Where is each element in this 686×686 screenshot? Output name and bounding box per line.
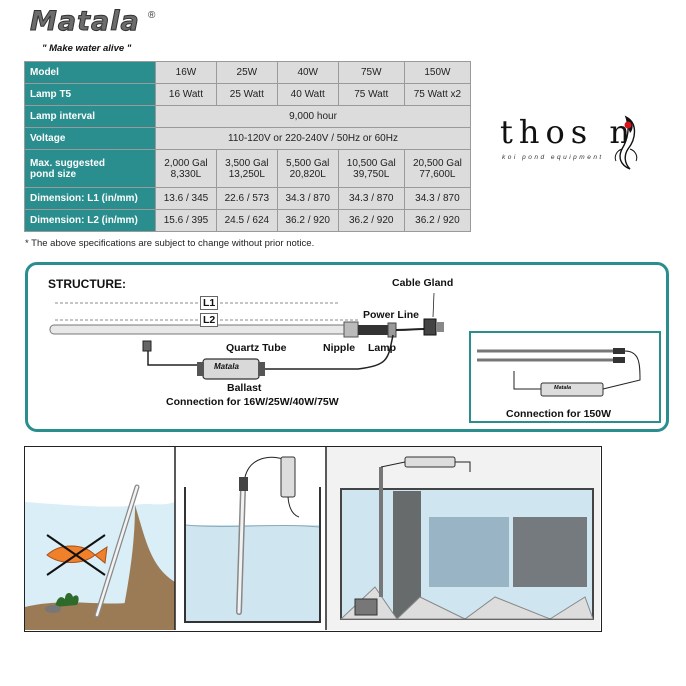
- spec-cell: 75 Watt: [337, 83, 405, 106]
- thosan-subtitle: koi pond equipment: [502, 154, 604, 161]
- label-l1: L1: [200, 296, 219, 310]
- label-l2: L2: [200, 313, 219, 327]
- structure-title: STRUCTURE:: [48, 277, 126, 291]
- connection-150-box: [469, 331, 661, 423]
- label-lamp: Lamp: [368, 342, 397, 354]
- cell-line-1: 20,500 Gal: [412, 157, 462, 169]
- thosan-name: thos n: [500, 113, 636, 151]
- logo-reg-mark: ®: [148, 10, 156, 21]
- scene-filter-system: [327, 447, 600, 630]
- logo-brand: Matala: [30, 6, 140, 38]
- installation-illustrations: [24, 446, 602, 632]
- spec-cell: 24.5 / 624: [215, 209, 278, 232]
- spec-row-label: Model: [24, 61, 156, 84]
- label-ballast: Ballast: [227, 382, 262, 394]
- label-quartz-tube: Quartz Tube: [226, 342, 287, 354]
- spec-cell: 34.3 / 870: [403, 187, 472, 210]
- spec-cell: 34.3 / 870: [337, 187, 405, 210]
- thosan-logo: thos n koi pond equipment: [500, 113, 680, 173]
- spec-cell-span: 110-120V or 220-240V / 50Hz or 60Hz: [155, 127, 471, 150]
- cell-line-1: 10,500 Gal: [346, 157, 396, 169]
- spec-row-label: Lamp T5: [24, 83, 156, 106]
- spec-cell: 25W: [215, 61, 278, 84]
- label-connection-small: Connection for 16W/25W/40W/75W: [166, 396, 339, 408]
- cell-line-2: 39,750L: [353, 168, 390, 180]
- label-power-line: Power Line: [363, 309, 420, 321]
- spec-cell: 16 Watt: [155, 83, 217, 106]
- cell-line-1: 5,500 Gal: [286, 157, 330, 169]
- cell-line-1: 2,000 Gal: [164, 157, 208, 169]
- label-line-1: Max. suggested: [30, 157, 106, 169]
- cell-line-2: 13,250L: [228, 168, 265, 180]
- spec-row-label: Dimension: L2 (in/mm): [24, 209, 156, 232]
- structure-panel: STRUCTURE: L1 L2 Cable Gland Power Line …: [25, 262, 669, 432]
- label-nipple: Nipple: [323, 342, 356, 354]
- scene-tank: [184, 456, 321, 623]
- ballast-brand: Matala: [214, 362, 239, 371]
- structure-diagram: [49, 292, 641, 397]
- spec-note: * The above specifications are subject t…: [25, 238, 315, 249]
- spec-cell: 22.6 / 573: [215, 187, 278, 210]
- spec-cell: 16W: [155, 61, 217, 84]
- spec-cell: 36.2 / 920: [337, 209, 405, 232]
- spec-row-label: Dimension: L1 (in/mm): [24, 187, 156, 210]
- spec-cell: 25 Watt: [215, 83, 278, 106]
- spec-row-label: Voltage: [24, 127, 156, 150]
- spec-cell-span: 9,000 hour: [155, 105, 471, 128]
- label-connection-150: Connection for 150W: [506, 408, 612, 420]
- spec-cell: 40 Watt: [276, 83, 339, 106]
- installation-scenes: [25, 447, 600, 630]
- label-line-2: pond size: [30, 168, 77, 180]
- spec-cell: 40W: [276, 61, 339, 84]
- small-ballast-brand: Matala: [554, 385, 572, 391]
- cell-line-1: 3,500 Gal: [225, 157, 269, 169]
- spec-cell: 75W: [337, 61, 405, 84]
- spec-cell: 15.6 / 395: [155, 209, 217, 232]
- cell-line-2: 20,820L: [289, 168, 326, 180]
- spec-cell: 36.2 / 920: [276, 209, 339, 232]
- label-cable-gland: Cable Gland: [392, 277, 454, 289]
- spec-row-label: Lamp interval: [24, 105, 156, 128]
- spec-cell: 75 Watt x2: [403, 83, 472, 106]
- spec-cell: 36.2 / 920: [403, 209, 472, 232]
- spec-cell: 34.3 / 870: [276, 187, 339, 210]
- spec-cell: 150W: [403, 61, 472, 84]
- scene-pond: [25, 447, 175, 630]
- cell-line-2: 8,330L: [170, 168, 202, 180]
- koi-fish-icon: [614, 115, 638, 170]
- matala-logo: Matala ® " Make water alive ": [30, 6, 170, 56]
- logo-tagline: " Make water alive ": [42, 43, 132, 54]
- spec-cell: 13.6 / 345: [155, 187, 217, 210]
- cell-line-2: 77,600L: [419, 168, 456, 180]
